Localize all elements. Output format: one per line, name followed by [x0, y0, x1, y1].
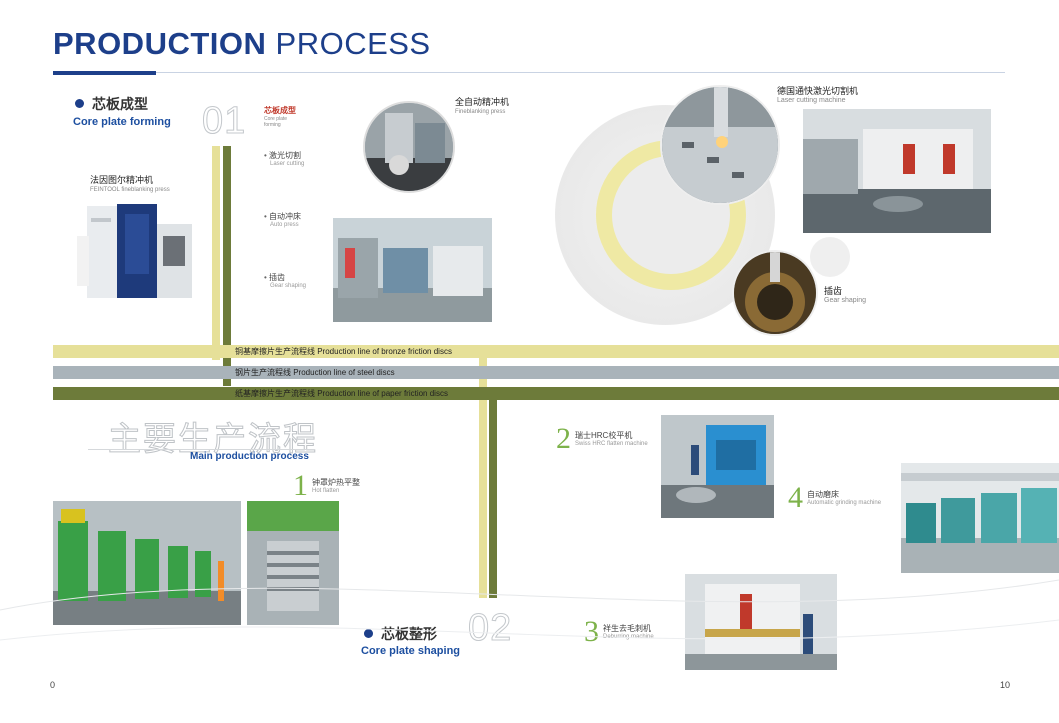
fineblanking-label: 全自动精冲机 Fineblanking press [455, 97, 509, 116]
step3-en: Deburring machine [603, 634, 654, 640]
step3-cn: 祥生去毛刺机 [603, 624, 651, 633]
laser-label-cn: 德国通快激光切割机 [777, 86, 859, 96]
step2-label: 2 瑞士HRC校平机 Swiss HRC flatten machine [556, 424, 648, 454]
section1-sub: 芯板成型 Core plate forming [264, 105, 296, 128]
step-laser: • 激光切割 Laser cutting [264, 151, 305, 167]
step3-label: 3 祥生去毛刺机 Deburring machine [584, 617, 654, 647]
main-process-rule [88, 449, 310, 450]
band-bronze-label: 铜基摩擦片生产流程线 Production line of bronze fri… [235, 347, 452, 356]
step1-cn: 钟罩炉热平整 [312, 478, 360, 487]
page-number-right: 10 [1000, 680, 1011, 690]
page-title: PRODUCTION PROCESS [53, 26, 431, 62]
hrc-flatten-image [661, 415, 774, 518]
step1-en: Hot flatten [312, 488, 340, 494]
band-bronze: 铜基摩擦片生产流程线 Production line of bronze fri… [53, 345, 1059, 358]
hot-flatten-image-1 [53, 501, 241, 625]
laser-label: 德国通快激光切割机 Laser cutting machine [777, 86, 858, 105]
header-accent-bar [53, 71, 156, 75]
step-autopress: • 自动冲床 Auto press [264, 212, 302, 228]
hot-flatten-image-2 [247, 501, 339, 625]
step4-en: Automatic grinding machine [807, 500, 882, 506]
page-number-left: 0 [50, 680, 56, 690]
fineblanking-label-cn: 全自动精冲机 [455, 97, 510, 107]
step-autopress-en: Auto press [270, 222, 299, 228]
step1-number: 1 [293, 469, 308, 502]
step4-label: 4 自动磨床 Automatic grinding machine [788, 483, 881, 513]
fineblanking-label-en: Fineblanking press [455, 109, 506, 115]
laser-label-en: Laser cutting machine [777, 97, 846, 104]
band-paper-label: 纸基摩擦片生产流程线 Production line of paper fric… [235, 389, 448, 398]
step-gearshaping-en: Gear shaping [270, 283, 307, 289]
feintool-label-en: FEINTOOL fineblanking press [90, 187, 170, 193]
step-laser-cn: 激光切割 [269, 151, 302, 160]
band-steel: 钢片生产流程线 Production line of steel discs [53, 366, 1059, 379]
band-steel-label: 钢片生产流程线 Production line of steel discs [235, 368, 395, 377]
gear-label-cn: 插齿 [824, 286, 843, 296]
laser-cutting-closeup-image [660, 85, 780, 205]
step2-number: 2 [556, 422, 571, 455]
step-laser-en: Laser cutting [270, 161, 305, 167]
section1-number: 01 [201, 100, 247, 143]
vertical-paper-line [223, 146, 231, 386]
step4-number: 4 [788, 481, 803, 514]
section2-dot [364, 629, 373, 638]
grinding-machine-image [901, 463, 1059, 573]
step1-label: 1 钟罩炉热平整 Hot flatten [293, 471, 360, 501]
section2-number: 02 [467, 607, 513, 650]
section1-dot [75, 99, 84, 108]
laser-machine-image [803, 109, 991, 233]
step2-en: Swiss HRC flatten machine [575, 441, 648, 447]
feintool-machine-image [77, 196, 197, 300]
section1-title-cn: 芯板成型 [92, 96, 148, 112]
header-rule [53, 72, 1005, 73]
gear-label: 插齿 Gear shaping [824, 286, 866, 305]
fineblanking-press-image [363, 101, 455, 193]
decor-curves [0, 579, 1059, 641]
feintool-label-cn: 法因图尔精冲机 [90, 175, 154, 185]
vertical-bronze-line [212, 146, 220, 360]
band-paper: 纸基摩擦片生产流程线 Production line of paper fric… [53, 387, 1059, 400]
section2-title-en: Core plate shaping [361, 645, 461, 657]
step2-cn: 瑞士HRC校平机 [575, 431, 633, 440]
vertical-paper-line-2 [489, 390, 497, 598]
section1-sub-cn: 芯板成型 [264, 106, 296, 115]
vertical-bronze-line-2 [479, 358, 487, 598]
gear-shaping-image [732, 250, 818, 336]
main-process-title-en: Main production process [190, 451, 309, 462]
main-process-title-cn: 主要生产流程 [108, 420, 318, 458]
title-bold: PRODUCTION [53, 26, 267, 61]
step4-cn: 自动磨床 [807, 490, 839, 499]
gear-label-en: Gear shaping [824, 297, 867, 304]
section1-sub-en: Core plate forming [264, 116, 288, 128]
step-gearshaping: • 插齿 Gear shaping [264, 273, 307, 289]
step3-number: 3 [584, 615, 599, 648]
section1-title-en: Core plate forming [73, 116, 171, 128]
step-autopress-cn: 自动冲床 [269, 212, 302, 221]
deburring-machine-image [685, 574, 837, 670]
feintool-label: 法因图尔精冲机 FEINTOOL fineblanking press [90, 175, 170, 194]
title-light: PROCESS [275, 26, 431, 61]
decor-circle-small [810, 237, 850, 277]
auto-press-image [333, 218, 492, 322]
step-gearshaping-cn: 插齿 [269, 273, 286, 282]
